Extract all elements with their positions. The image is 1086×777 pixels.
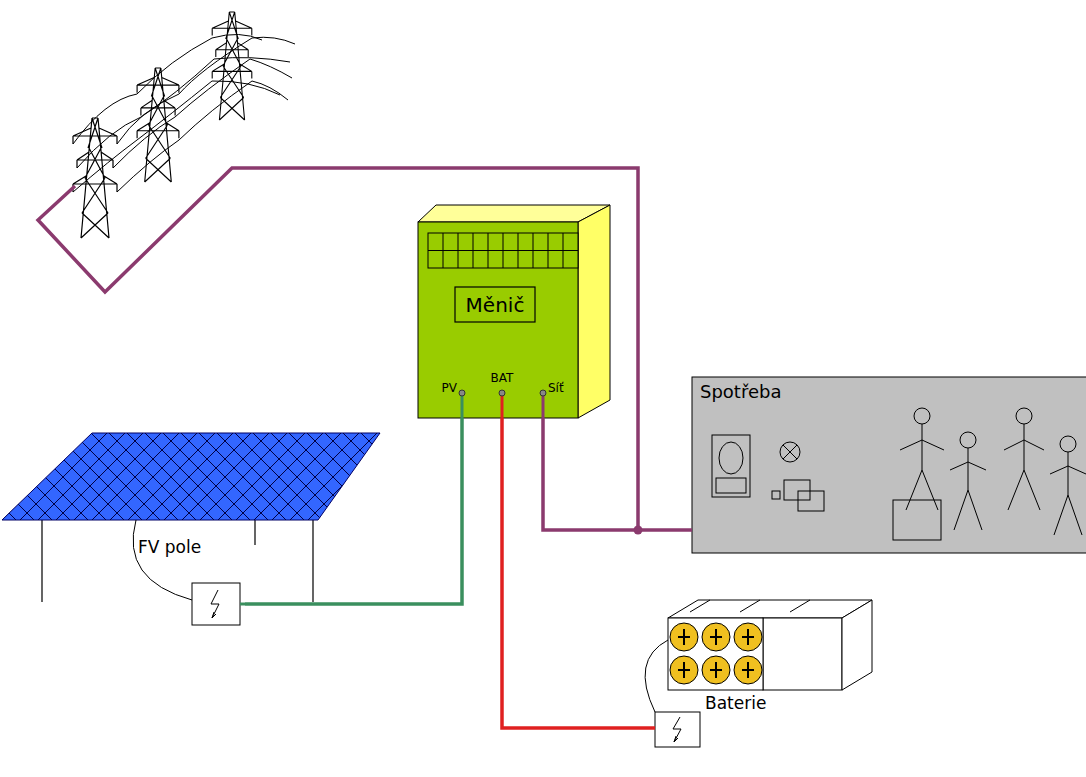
power-cable (245, 418, 462, 604)
consumption-panel (692, 377, 1086, 553)
pv-array-label: FV pole (138, 538, 201, 557)
inverter-label: Měnič (466, 294, 525, 316)
pv-array (2, 433, 380, 625)
cable-line (543, 418, 692, 530)
battery-node: Baterie (655, 598, 875, 750)
pv-array-node: FV pole (0, 430, 245, 630)
power-cable (543, 418, 692, 530)
cable-line (245, 418, 462, 604)
terminal-label: Síť (548, 382, 564, 395)
battery-pack (645, 600, 872, 747)
inverter-housing (418, 205, 610, 418)
cable-line (502, 418, 655, 728)
battery-label: Baterie (705, 694, 766, 713)
terminal-label: PV (442, 382, 457, 395)
terminal-label: BAT (491, 372, 514, 385)
power-pylons (73, 12, 295, 238)
power-cable (502, 418, 655, 728)
consumption-label: Spotřeba (700, 382, 781, 402)
inverter-box: MěničPV BAT Síť (418, 222, 578, 418)
consumption-box: Spotřeba (692, 377, 1086, 553)
